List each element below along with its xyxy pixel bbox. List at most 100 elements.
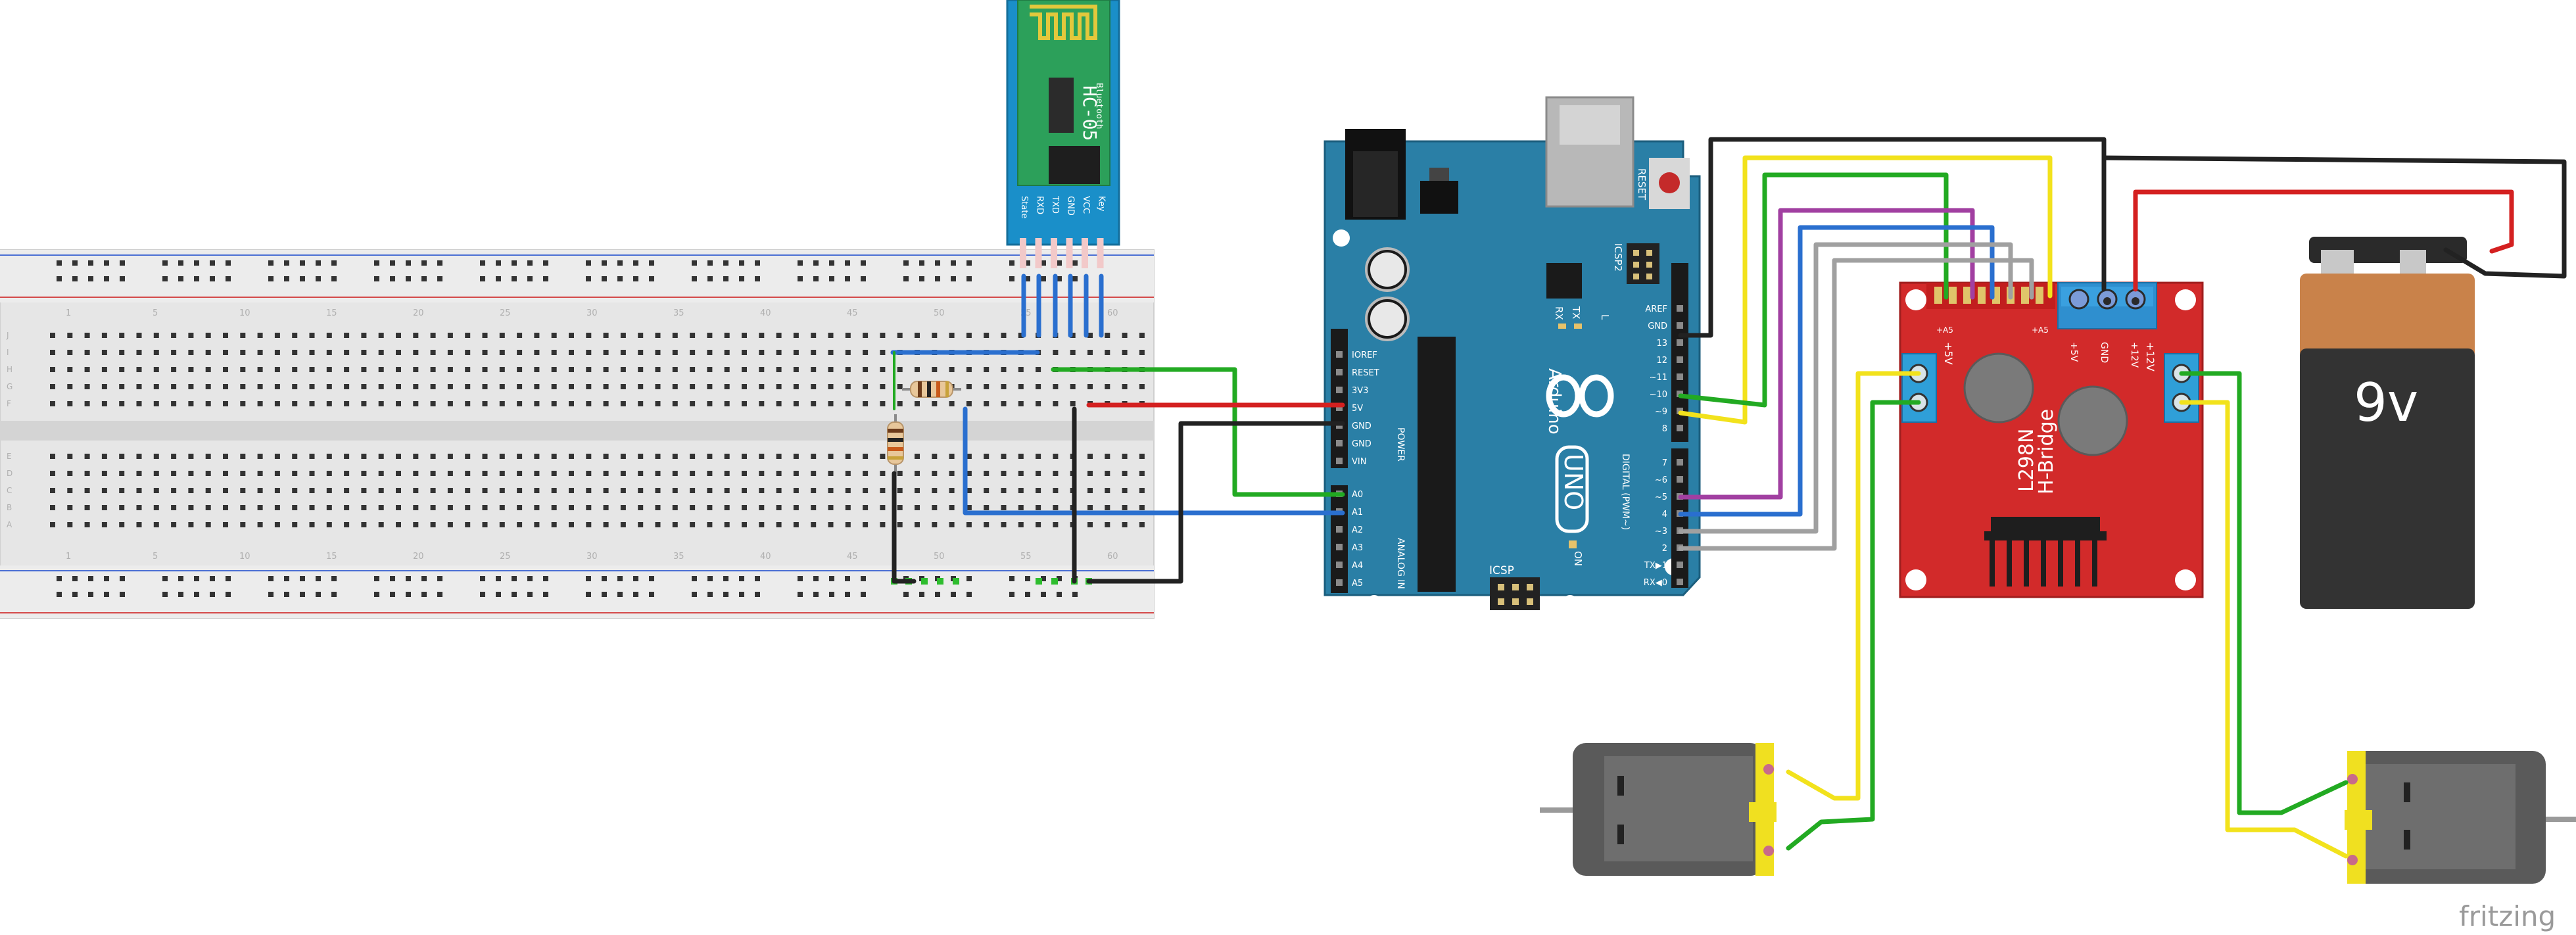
breadboard-hole	[811, 505, 817, 510]
breadboard-hole	[1139, 384, 1145, 389]
breadboard-hole	[292, 454, 298, 459]
breadboard-hole	[551, 401, 557, 406]
breadboard-hole	[880, 333, 886, 338]
breadboard-hole	[915, 333, 920, 338]
breadboard-hole	[119, 471, 125, 476]
breadboard-hole	[517, 350, 523, 355]
breadboard-hole	[205, 505, 211, 510]
breadboard-hole	[672, 522, 678, 527]
breadboard-hole	[1018, 454, 1024, 459]
rail-hole	[829, 276, 834, 281]
rail-hole	[935, 592, 940, 597]
breadboard-hole	[880, 471, 886, 476]
breadboard-hole	[724, 471, 730, 476]
breadboard-hole	[949, 522, 955, 527]
breadboard-hole	[50, 333, 55, 338]
breadboard-hole	[50, 522, 55, 527]
breadboard-hole	[897, 488, 903, 493]
breadboard-hole	[534, 505, 540, 510]
rail-hole	[284, 260, 289, 266]
driver-name-label: H-Bridge	[2035, 409, 2058, 494]
breadboard-hole	[1122, 522, 1128, 527]
rail-hole	[104, 592, 109, 597]
breadboard-hole	[949, 333, 955, 338]
breadboard-hole	[1070, 350, 1076, 355]
breadboard-row-letter: F	[7, 399, 11, 408]
rail-hole	[268, 260, 274, 266]
digital-pin-label: TX▶1	[1644, 561, 1667, 571]
breadboard-hole	[413, 401, 419, 406]
breadboard-hole	[361, 505, 367, 510]
breadboard-hole	[413, 471, 419, 476]
breadboard-hole	[724, 505, 730, 510]
breadboard-hole	[863, 350, 869, 355]
breadboard-hole	[724, 333, 730, 338]
breadboard-hole	[724, 454, 730, 459]
breadboard-hole	[1087, 454, 1093, 459]
breadboard-hole	[620, 488, 626, 493]
breadboard-hole	[84, 488, 90, 493]
rail-hole	[919, 276, 924, 281]
breadboard-row-letter: G	[7, 382, 12, 391]
breadboard-hole	[707, 488, 713, 493]
breadboard-hole	[724, 367, 730, 372]
rail-hole	[406, 260, 411, 266]
breadboard-hole	[482, 367, 488, 372]
analog-pin-label: A2	[1352, 525, 1363, 535]
breadboard-hole	[1001, 333, 1007, 338]
rail-hole	[1025, 260, 1030, 266]
breadboard-hole	[1018, 471, 1024, 476]
breadboard-hole	[1122, 471, 1128, 476]
breadboard-column-number: 40	[760, 552, 771, 562]
breadboard-hole	[828, 522, 834, 527]
rail-hole	[723, 592, 728, 597]
rail-hole	[421, 576, 427, 581]
breadboard-hole	[655, 401, 661, 406]
breadboard-hole	[188, 350, 194, 355]
breadboard-hole	[171, 454, 177, 459]
breadboard-hole	[845, 454, 851, 459]
rail-hole	[88, 276, 93, 281]
breadboard-hole	[742, 401, 747, 406]
rail-hole	[316, 260, 321, 266]
breadboard-hole	[638, 471, 644, 476]
breadboard-hole	[620, 367, 626, 372]
breadboard-hole	[274, 488, 280, 493]
breadboard-column-number: 45	[847, 308, 858, 318]
breadboard-hole	[119, 350, 125, 355]
rail-hole	[194, 276, 199, 281]
breadboard-hole	[776, 488, 782, 493]
breadboard-hole	[1122, 333, 1128, 338]
rail-hole	[374, 276, 379, 281]
breadboard-hole	[292, 505, 298, 510]
breadboard-hole	[603, 350, 609, 355]
rail-hole	[331, 592, 337, 597]
driver-terminal-label: GND	[2099, 342, 2109, 363]
rail-hole	[178, 276, 183, 281]
breadboard-hole	[344, 350, 350, 355]
breadboard-hole	[603, 333, 609, 338]
breadboard-hole	[84, 505, 90, 510]
breadboard-hole	[240, 522, 246, 527]
breadboard-hole	[517, 488, 523, 493]
breadboard-hole	[569, 367, 574, 372]
breadboard-hole	[447, 384, 453, 389]
breadboard-hole	[897, 333, 903, 338]
breadboard-hole	[326, 454, 332, 459]
breadboard-hole	[447, 401, 453, 406]
breadboard-hole	[1105, 522, 1110, 527]
breadboard-hole	[620, 401, 626, 406]
breadboard-hole	[430, 367, 436, 372]
breadboard-hole	[776, 384, 782, 389]
breadboard-column-number: 25	[500, 308, 511, 318]
rail-hole	[406, 592, 411, 597]
breadboard-hole	[551, 333, 557, 338]
rail-hole	[723, 276, 728, 281]
digital-pin-label: 13	[1656, 339, 1667, 348]
rail-hole	[602, 576, 607, 581]
rail-hole	[798, 260, 803, 266]
breadboard-hole	[223, 505, 228, 510]
breadboard-hole	[517, 471, 523, 476]
